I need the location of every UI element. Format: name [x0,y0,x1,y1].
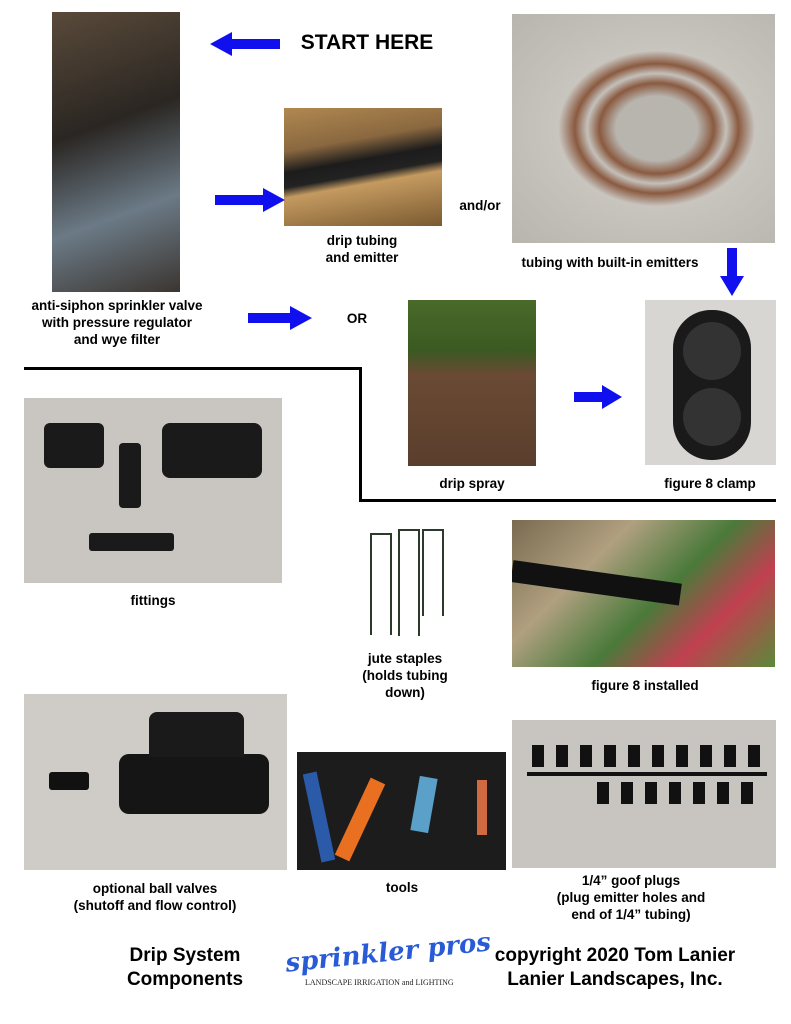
staples-caption: jute staples (holds tubing down) [362,651,448,700]
sprinkler-pros-logo: sprinkler pros LANDSCAPE IRRIGATION and … [283,927,492,992]
copyright-notice: copyright 2020 Tom Lanier Lanier Landsca… [494,945,736,990]
arrow-down-icon [720,248,744,296]
tools-photo [297,752,506,870]
or-label: OR [346,311,368,326]
fig8-installed-caption: figure 8 installed [591,678,699,693]
fittings-caption: fittings [130,593,176,608]
drip-spray-photo [408,300,536,466]
arrow-right-icon [248,306,312,330]
logo-subtitle: LANDSCAPE IRRIGATION and LIGHTING [305,978,454,987]
footer-title: Drip System Components [126,945,244,990]
arrow-left-icon [210,32,280,56]
logo-main: sprinkler pros [283,927,493,979]
figure-8-installed-photo [512,520,775,667]
drip-tubing-photo [284,108,442,226]
figure-8-clamp-photo [645,300,776,465]
jute-staples-photo [360,525,452,640]
fittings-photo [24,398,282,583]
and-or-label: and/or [459,198,501,213]
ball-valves-caption: optional ball valves (shutoff and flow c… [73,881,237,913]
arrow-right-icon [215,188,285,212]
built-in-emitters-caption: tubing with built-in emitters [521,255,699,270]
goof-plugs-photo [512,720,776,868]
start-here-label: START HERE [300,31,434,54]
ball-valves-photo [24,694,287,870]
drip-spray-caption: drip spray [439,476,505,491]
valve-caption: anti-siphon sprinkler valve with pressur… [31,298,203,347]
divider-line [359,367,362,502]
divider-line [359,499,776,502]
drip-tubing-caption: drip tubing and emitter [325,233,399,265]
arrow-right-icon [574,385,622,409]
clamp-caption: figure 8 clamp [664,476,756,491]
coiled-tubing-photo [512,14,775,243]
goof-plugs-caption: 1/4” goof plugs (plug emitter holes and … [556,873,706,922]
valve-photo [52,12,180,292]
tools-caption: tools [385,880,419,895]
divider-line [24,367,362,370]
